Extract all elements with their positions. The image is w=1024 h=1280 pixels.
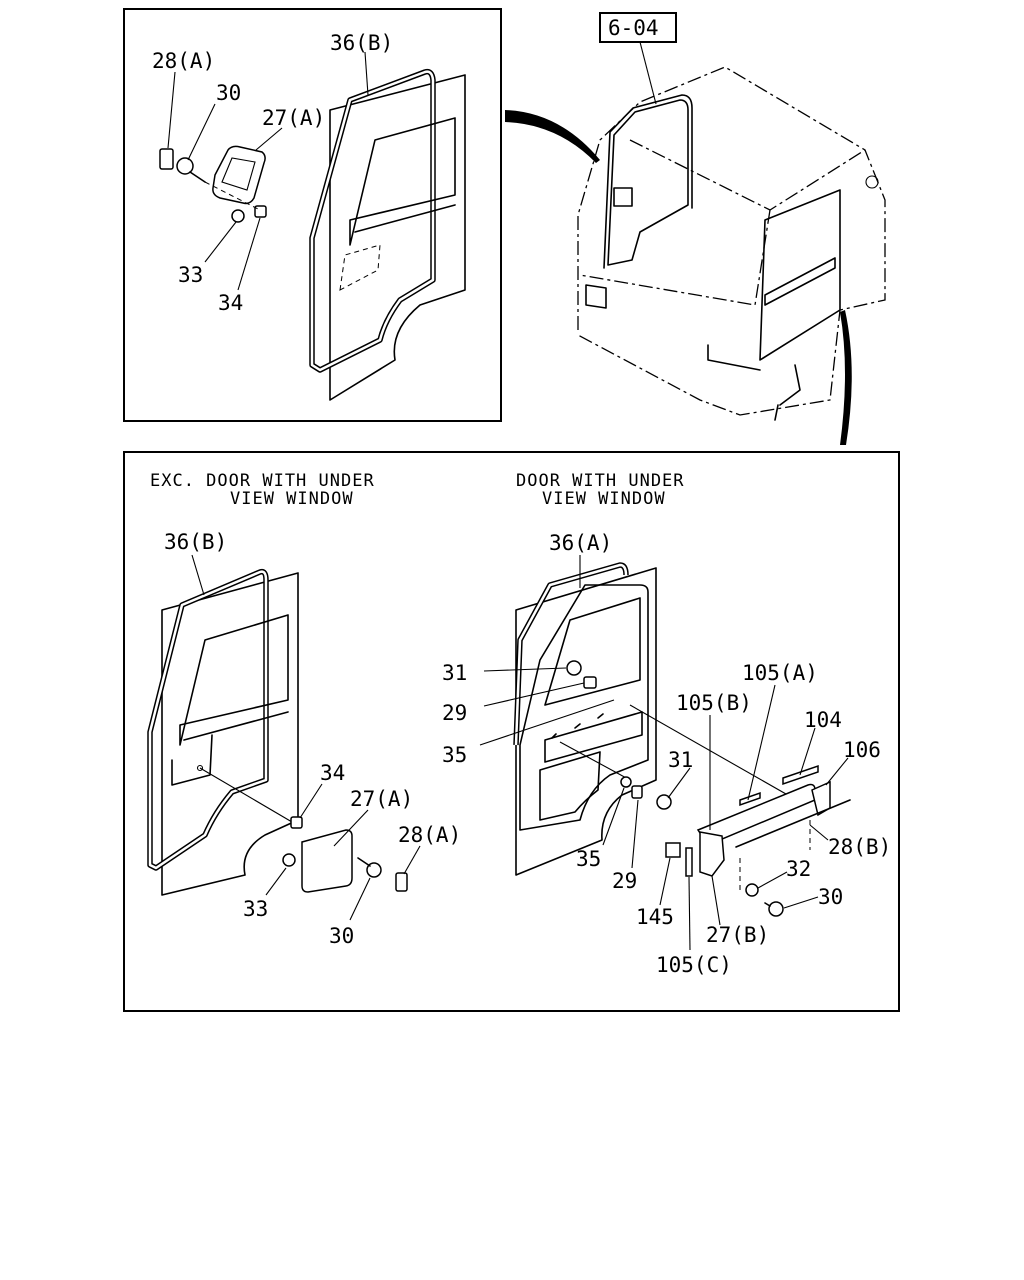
part-34-nut-left — [290, 816, 303, 829]
label-34-left: 34 — [320, 761, 345, 785]
label-106: 106 — [843, 738, 881, 762]
part-30-screw — [176, 157, 206, 183]
label-30-right: 30 — [818, 885, 843, 909]
label-104: 104 — [804, 708, 842, 732]
under-view-window-hint — [339, 244, 381, 291]
part-31-bolt-lower — [656, 794, 672, 810]
part-29-grommet-upper — [583, 676, 597, 689]
part-28b-strip — [735, 799, 851, 848]
weatherstrip-seal-right — [513, 562, 629, 746]
page-ref-box — [599, 12, 677, 43]
part-105b-bracket — [699, 831, 725, 877]
part-33-grommet-left — [282, 853, 296, 867]
label-36b: 36(B) — [330, 31, 393, 55]
label-28b: 28(B) — [828, 835, 891, 859]
cab-outline — [577, 66, 886, 416]
under-view-window — [539, 751, 601, 821]
label-36b-left: 36(B) — [164, 530, 227, 554]
part-29-grommet-lower — [631, 785, 643, 799]
label-29-lower: 29 — [612, 869, 637, 893]
label-105b: 105(B) — [676, 691, 752, 715]
label-31-lower: 31 — [668, 748, 693, 772]
label-105a: 105(A) — [742, 661, 818, 685]
label-28a: 28(A) — [152, 49, 215, 73]
door-window-frame-left — [179, 614, 289, 746]
label-145: 145 — [636, 905, 674, 929]
part-30-screw-right — [764, 901, 784, 917]
label-28a-left: 28(A) — [398, 823, 461, 847]
pointer-arrow-bottom — [840, 310, 852, 445]
label-27b: 27(B) — [706, 923, 769, 947]
part-32-washer — [745, 883, 759, 897]
door-36b-top — [309, 68, 466, 401]
label-33-left: 33 — [243, 897, 268, 921]
label-34: 34 — [218, 291, 243, 315]
part-27a-cover — [212, 145, 266, 205]
part-28a-clip — [159, 148, 174, 170]
door-window-frame — [349, 117, 456, 246]
label-29-upper: 29 — [442, 701, 467, 725]
page-ref-label: 6-04 — [608, 16, 659, 40]
door-with-under-view-window — [513, 562, 801, 876]
part-35-nut-lower — [620, 776, 632, 788]
truck-cab-illustration: 6-04 — [505, 12, 886, 445]
label-30: 30 — [216, 81, 241, 105]
top-detail-panel: 28(A) 30 27(A) 36(B) 33 34 — [123, 8, 502, 422]
caption-right-line2: VIEW WINDOW — [542, 489, 666, 509]
label-35-lower: 35 — [576, 847, 601, 871]
door-panel-outline-right — [515, 567, 657, 876]
part-31-bolt-upper — [566, 660, 582, 676]
label-27a: 27(A) — [262, 106, 325, 130]
pointer-arrow-top — [505, 110, 600, 163]
part-27a-cover-left — [301, 829, 353, 893]
door-panel-outline — [329, 74, 466, 401]
label-27a-left: 27(A) — [350, 787, 413, 811]
caption-left-line1: EXC. DOOR WITH UNDER — [150, 471, 375, 491]
part-33-grommet — [231, 209, 245, 223]
door-exc-under-view-window — [147, 568, 299, 896]
label-36a: 36(A) — [549, 531, 612, 555]
bottom-detail-frame — [123, 451, 900, 1012]
door-panel-outline-left — [161, 572, 299, 896]
part-28a-clip-left — [395, 872, 408, 892]
cab-door — [607, 99, 689, 266]
label-35-upper: 35 — [442, 743, 467, 767]
label-30-left: 30 — [329, 924, 354, 948]
door-window-frame-right — [544, 597, 641, 706]
label-31-upper: 31 — [442, 661, 467, 685]
weatherstrip-seal-left — [147, 568, 269, 871]
caption-left-line2: VIEW WINDOW — [230, 489, 354, 509]
part-105c-spacer — [685, 847, 693, 877]
part-34-nut — [254, 205, 267, 218]
caption-right-line1: DOOR WITH UNDER — [516, 471, 685, 491]
label-32: 32 — [786, 857, 811, 881]
label-105c: 105(C) — [656, 953, 732, 977]
part-30-screw-left — [357, 857, 382, 878]
part-145-pad — [665, 842, 681, 858]
cab-rear-panel — [759, 189, 841, 361]
top-detail-frame — [123, 8, 502, 422]
label-33: 33 — [178, 263, 203, 287]
